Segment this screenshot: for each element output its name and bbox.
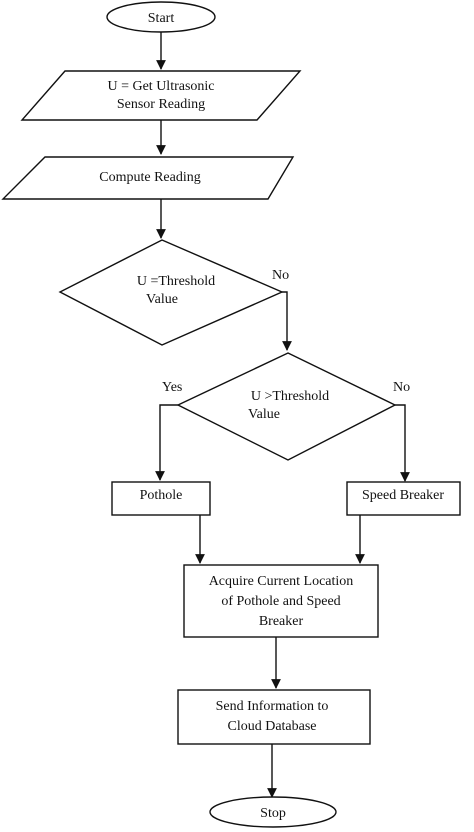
speed-breaker-box bbox=[346, 481, 461, 516]
arrow-decision1-to-decision2 bbox=[282, 291, 292, 351]
decision1-label-line1: U =Threshold bbox=[137, 274, 215, 289]
acquire-label-line3: Breaker bbox=[259, 614, 304, 629]
get-reading-box bbox=[20, 70, 302, 121]
acquire-label-line1: Acquire Current Location bbox=[209, 574, 354, 589]
compute-reading-box bbox=[1, 156, 295, 200]
decision1-no-label: No bbox=[272, 268, 289, 283]
decision2-label-line2: Value bbox=[248, 407, 280, 422]
decision1-diamond bbox=[58, 239, 284, 346]
decision1-label-line2: Value bbox=[146, 292, 178, 307]
send-label-line1: Send Information to bbox=[216, 699, 329, 714]
pothole-label: Pothole bbox=[140, 488, 183, 503]
get-reading-label-line1: U = Get Ultrasonic bbox=[107, 79, 214, 94]
stop-label: Stop bbox=[260, 806, 286, 821]
stop-terminal bbox=[209, 796, 337, 828]
arrow-yes-to-pothole bbox=[155, 404, 178, 481]
arrow-no-to-speed-breaker bbox=[395, 404, 410, 482]
decision2-label-line1: U >Threshold bbox=[251, 389, 329, 404]
decision2-diamond bbox=[176, 352, 397, 461]
acquire-label-line2: of Pothole and Speed bbox=[221, 594, 340, 609]
decision2-yes-label: Yes bbox=[162, 380, 182, 395]
speed-breaker-label: Speed Breaker bbox=[362, 488, 444, 503]
get-reading-label-line2: Sensor Reading bbox=[117, 97, 205, 112]
start-label: Start bbox=[148, 11, 175, 26]
send-label-line2: Cloud Database bbox=[227, 719, 316, 734]
compute-reading-label: Compute Reading bbox=[99, 170, 201, 185]
pothole-box bbox=[111, 481, 211, 516]
decision2-no-label: No bbox=[393, 380, 410, 395]
acquire-location-box bbox=[183, 564, 379, 638]
send-information-box bbox=[177, 689, 371, 745]
